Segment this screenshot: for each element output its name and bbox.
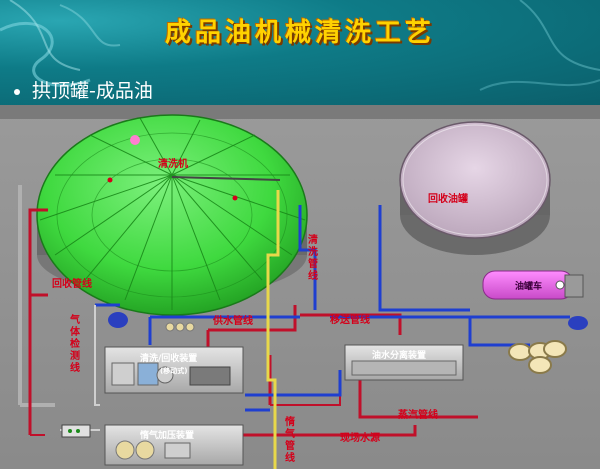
subtitle-text: 拱顶罐-成品油 (32, 80, 153, 102)
site-water-label: 现场水源 (340, 431, 380, 444)
dome-tank (36, 114, 308, 316)
inert-gas-pipe (266, 190, 280, 469)
gas-detection-label: 气体检测线 (69, 313, 81, 374)
cleaning-machine-label: 清洗机 (158, 157, 188, 170)
transfer-pipe (300, 313, 402, 335)
header-banner: 成品油机械清洗工艺 拱顶罐-成品油 (0, 0, 600, 105)
ground-edge (0, 105, 600, 119)
tanker-truck-label: 油罐车 (515, 280, 542, 292)
recovery-pipe (28, 208, 48, 297)
hose-reels (508, 340, 567, 374)
inert-gas-pipe-label: 惰气管线 (284, 415, 295, 464)
recovery-tank-label: 回收油罐 (428, 192, 468, 205)
inert-gas-device-label: 惰气加压装置 (140, 429, 194, 441)
recovery-pipe-label: 回收管线 (52, 277, 92, 290)
separator-label: 油水分离装置 (372, 349, 426, 361)
recovery-tank (399, 121, 551, 255)
cleaning-recovery-device (104, 346, 244, 394)
process-diagram: 清洗机 回收油罐 (0, 105, 600, 469)
page-title: 成品油机械清洗工艺 (164, 18, 435, 48)
steam-pipe-label: 蒸汽管线 (398, 408, 438, 421)
water-supply-label: 供水管线 (212, 314, 253, 327)
decorative-swirl (0, 0, 600, 91)
cleaning-pipe-red (208, 305, 297, 332)
dike-wall (18, 185, 55, 407)
bullet-icon (14, 88, 20, 95)
inert-gas-device (104, 424, 244, 466)
page-subtitle: 拱顶罐-成品油 (14, 76, 153, 103)
mobile-label: (移动式) (160, 366, 187, 375)
site-water-pipe (240, 425, 417, 437)
process-diagram-svg: 清洗机 回收油罐 (0, 105, 600, 469)
pump-icon (108, 312, 128, 328)
transfer-pipe-label: 移送管线 (330, 313, 370, 326)
oil-water-separator (344, 344, 464, 381)
recovery-tank-pipe (378, 205, 470, 312)
cleaning-pipe-blue (298, 205, 317, 310)
tanker-truck (482, 270, 584, 300)
steam-pipe (358, 375, 478, 419)
pump-icon (568, 316, 588, 330)
cleaning-pipe-label: 清洗管线 (308, 233, 318, 282)
cleaning-recovery-label: 清洗/回收装置 (140, 352, 197, 364)
